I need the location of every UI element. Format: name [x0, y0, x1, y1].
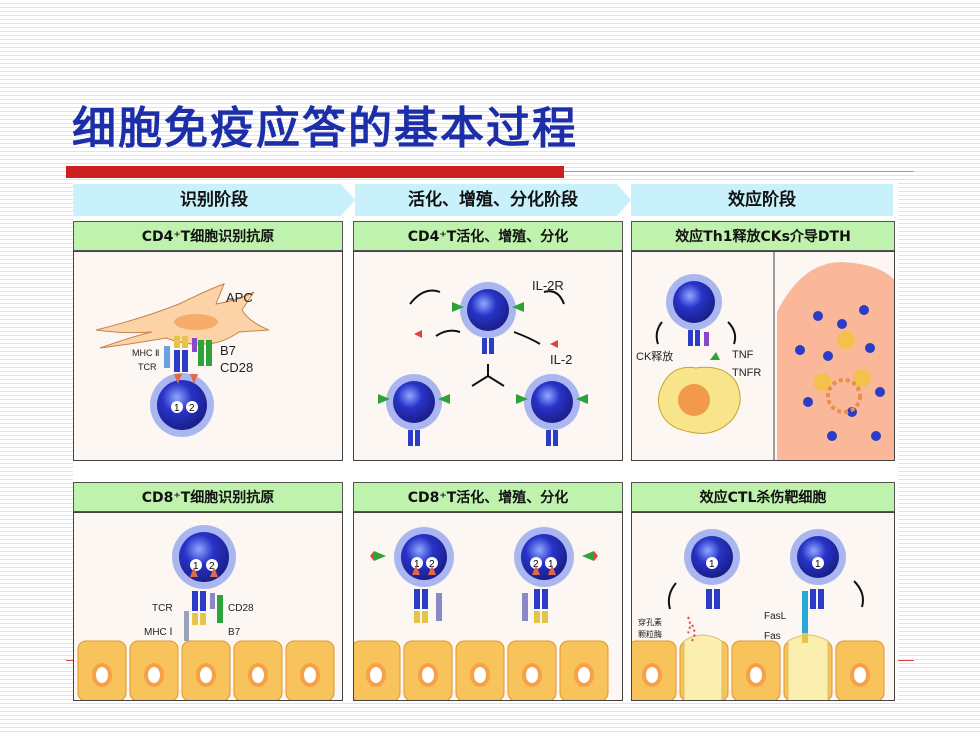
th1-effect-diagram: CK释放 TNF TNFR	[631, 251, 895, 461]
cd4-recognition-diagram: APC 1 2 MHC Ⅱ TCR B7 CD28	[73, 251, 343, 461]
mhc1-label: MHC Ⅰ	[144, 627, 173, 638]
ctl-right-signal: 1	[815, 559, 821, 570]
target-cell-fas	[787, 634, 829, 700]
header-cd4-activation: CD4⁺T活化、增殖、分化	[353, 221, 623, 251]
b7-label: B7	[220, 343, 236, 358]
fas-label: Fas	[764, 631, 781, 642]
cd28-label: CD28	[220, 360, 253, 375]
title-rule	[564, 171, 914, 172]
header-cd8-recognition: CD8⁺T细胞识别抗原	[73, 482, 343, 512]
il2-label: IL-2	[550, 352, 572, 367]
tissue-dth-area	[777, 262, 894, 460]
header-cd4-recognition: CD4⁺T细胞识别抗原	[73, 221, 343, 251]
tnfr-label: TNFR	[732, 367, 761, 379]
diagram-panel: 识别阶段 活化、增殖、分化阶段 效应阶段 CD4⁺T细胞识别抗原 CD4⁺T活化…	[73, 181, 898, 701]
header-cd8-recognition-text: CD8⁺T细胞识别抗原	[141, 490, 275, 506]
cd8-tcr-label: TCR	[152, 603, 173, 614]
header-ctl-effect: 效应CTL杀伤靶细胞	[631, 482, 895, 512]
slide-title: 细胞免疫应答的基本过程	[72, 103, 578, 154]
header-th1-effect-text: 效应Th1释放CKs介导DTH	[675, 229, 851, 245]
phase-activation: 活化、增殖、分化阶段	[355, 184, 631, 216]
cd8-recognition-diagram: 1 2 TCR MHC Ⅰ CD28 B7	[73, 512, 343, 701]
act-right-signal-2: 2	[533, 559, 539, 570]
granzyme-label: 颗粒酶	[638, 629, 662, 639]
fasl-label: FasL	[764, 611, 787, 622]
header-cd4-recognition-text: CD4⁺T细胞识别抗原	[141, 229, 275, 245]
act-left-signal-2: 2	[429, 559, 435, 570]
cd8-signal-1: 1	[193, 561, 199, 572]
phase-recognition: 识别阶段	[73, 184, 355, 216]
apc-label: APC	[226, 290, 253, 305]
cd8-b7-label: B7	[228, 627, 241, 638]
title-underline	[66, 166, 564, 178]
perforin-label: 穿孔素	[638, 617, 662, 627]
ck-release-label: CK释放	[636, 349, 673, 363]
header-th1-effect: 效应Th1释放CKs介导DTH	[631, 221, 895, 251]
header-cd8-activation-text: CD8⁺T活化、增殖、分化	[407, 490, 569, 506]
header-cd4-activation-text: CD4⁺T活化、增殖、分化	[407, 229, 569, 245]
cd8-activation-diagram: 1 2 2 1	[353, 512, 623, 701]
tcr-label: TCR	[138, 362, 157, 372]
ctl-effect-diagram: 1 穿孔素 颗粒酶 1 FasL Fas	[631, 512, 895, 701]
act-right-signal-1: 1	[548, 559, 554, 570]
cd8-cd28-label: CD28	[228, 603, 254, 614]
ctl-left-signal: 1	[709, 559, 715, 570]
il2r-label: IL-2R	[532, 278, 564, 293]
signal-1: 1	[174, 403, 180, 414]
act-left-signal-1: 1	[414, 559, 420, 570]
target-cell-perforin	[683, 634, 723, 700]
cd8-signal-2: 2	[209, 561, 215, 572]
header-cd8-activation: CD8⁺T活化、增殖、分化	[353, 482, 623, 512]
tnf-label: TNF	[732, 349, 754, 361]
mhc2-label: MHC Ⅱ	[132, 348, 159, 358]
signal-2: 2	[189, 403, 195, 414]
phase-effect: 效应阶段	[631, 184, 893, 216]
header-ctl-effect-text: 效应CTL杀伤靶细胞	[699, 490, 827, 506]
cd4-activation-diagram: IL-2R IL-2	[353, 251, 623, 461]
